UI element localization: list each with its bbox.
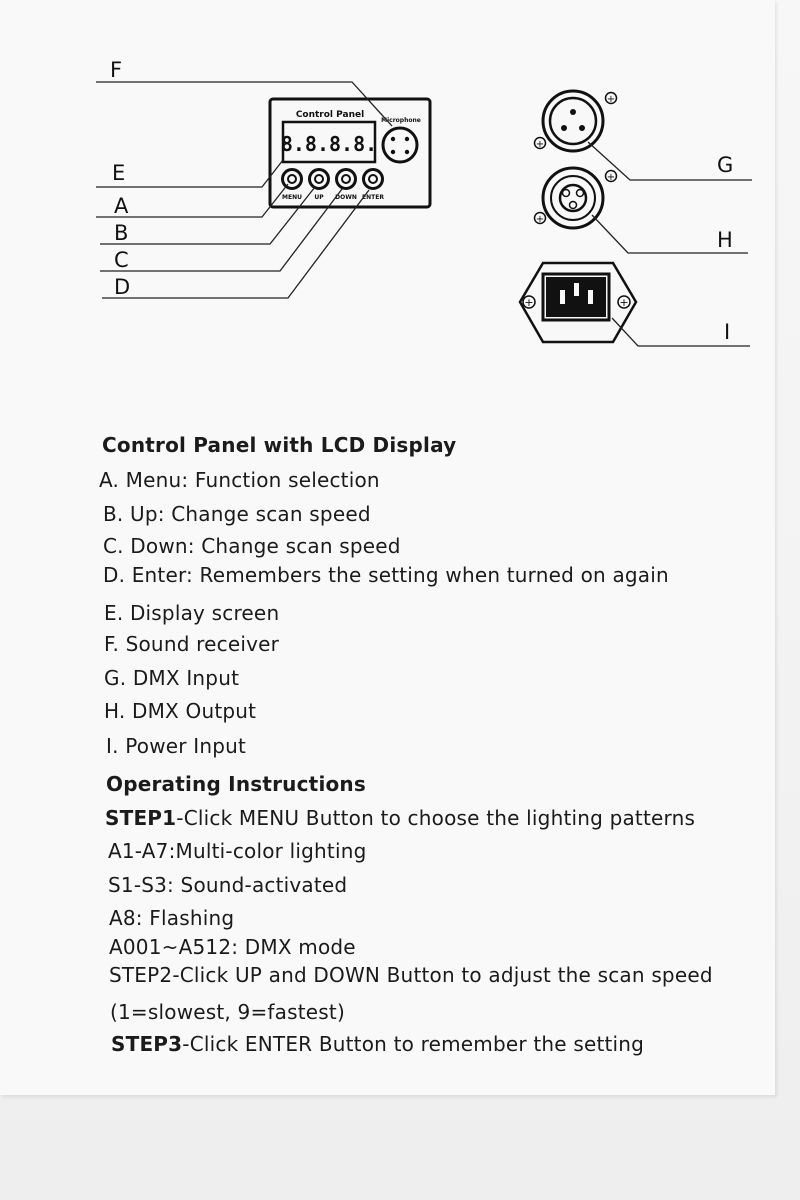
microphone-icon bbox=[381, 126, 419, 164]
callout-d: D bbox=[114, 275, 130, 299]
list-item-g: G. DMX Input bbox=[104, 666, 240, 690]
dmx-input-connector-icon: + + bbox=[533, 89, 618, 153]
power-inlet-icon: + + bbox=[518, 261, 638, 344]
control-panel: Control Panel 8.8.8.8. Microphone MENU U… bbox=[268, 97, 432, 209]
menu-button bbox=[281, 168, 303, 190]
right-leader-lines bbox=[587, 141, 752, 347]
menu-button-label: MENU bbox=[282, 194, 302, 201]
up-button-label: UP bbox=[314, 194, 324, 201]
step3-line: STEP3-Click ENTER Button to remember the… bbox=[111, 1032, 644, 1056]
panel-title: Control Panel bbox=[296, 110, 364, 120]
section-title-control-panel: Control Panel with LCD Display bbox=[102, 433, 457, 457]
svg-text:+: + bbox=[536, 139, 544, 150]
list-item-d: D. Enter: Remembers the setting when tur… bbox=[103, 563, 669, 587]
microphone-label: Microphone bbox=[381, 117, 421, 124]
display-screen bbox=[281, 120, 377, 164]
step2-note: (1=slowest, 9=fastest) bbox=[110, 1000, 345, 1024]
down-button bbox=[335, 168, 357, 190]
step3-text: -Click ENTER Button to remember the sett… bbox=[182, 1032, 645, 1056]
step1-text: -Click MENU Button to choose the lightin… bbox=[176, 806, 696, 830]
svg-text:+: + bbox=[607, 94, 615, 105]
enter-button bbox=[362, 168, 384, 190]
svg-text:+: + bbox=[607, 172, 615, 183]
list-item-a: A. Menu: Function selection bbox=[99, 468, 380, 492]
section-title-operating: Operating Instructions bbox=[106, 772, 366, 796]
list-item-c: C. Down: Change scan speed bbox=[103, 534, 401, 558]
mode-item: S1-S3: Sound-activated bbox=[108, 873, 348, 897]
enter-button-label: ENTER bbox=[362, 194, 384, 201]
callout-f: F bbox=[110, 58, 122, 82]
mode-item: A001~A512: DMX mode bbox=[109, 935, 356, 959]
step2-text: STEP2-Click UP and DOWN Button to adjust… bbox=[109, 963, 713, 987]
down-button-label: DOWN bbox=[335, 194, 357, 201]
callout-a: A bbox=[114, 194, 129, 218]
callout-h: H bbox=[717, 228, 733, 252]
mode-item: A8: Flashing bbox=[109, 906, 235, 930]
list-item-e: E. Display screen bbox=[104, 601, 280, 625]
mode-item: A1-A7:Multi-color lighting bbox=[108, 839, 367, 863]
callout-e: E bbox=[112, 161, 125, 185]
svg-text:+: + bbox=[619, 296, 628, 309]
list-item-h: H. DMX Output bbox=[104, 699, 257, 723]
list-item-b: B. Up: Change scan speed bbox=[103, 502, 371, 526]
dmx-output-connector-icon: + + bbox=[533, 166, 618, 230]
step1-line: STEP1-Click MENU Button to choose the li… bbox=[105, 806, 695, 830]
step1-label: STEP1 bbox=[105, 806, 177, 830]
list-item-f: F. Sound receiver bbox=[104, 632, 280, 656]
callout-i: I bbox=[724, 320, 730, 344]
step3-label: STEP3 bbox=[111, 1032, 183, 1056]
left-leader-lines bbox=[96, 81, 393, 299]
up-button bbox=[308, 168, 330, 190]
callout-g: G bbox=[717, 153, 733, 177]
callout-c: C bbox=[114, 248, 129, 272]
display-digits: 8.8.8.8. bbox=[281, 132, 377, 156]
svg-text:+: + bbox=[536, 214, 544, 225]
callout-b: B bbox=[114, 221, 128, 245]
svg-text:+: + bbox=[524, 296, 533, 309]
control-panel-diagram: Control Panel 8.8.8.8. Microphone MENU U… bbox=[96, 58, 752, 347]
list-item-i: I. Power Input bbox=[106, 734, 247, 758]
